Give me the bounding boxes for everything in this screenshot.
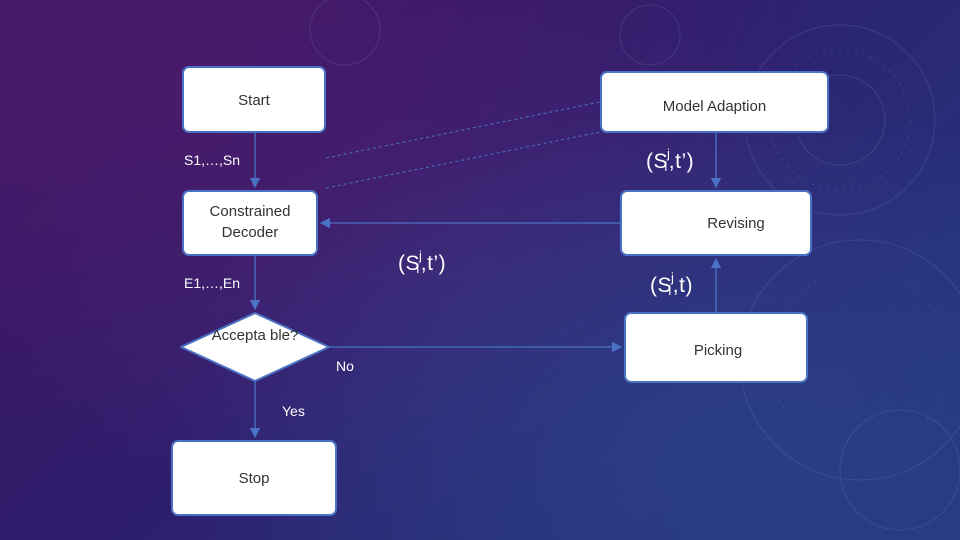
constrained-decoder-node: Constrained Decoder [182, 190, 318, 256]
dashed-link-decoder-to-model [325, 131, 601, 189]
yes-label: Yes [282, 403, 305, 419]
pair-close: ,t’) [420, 252, 447, 275]
pair-label-middle: (Sji,t’) [398, 248, 446, 276]
start-node: Start [182, 66, 326, 133]
start-label: Start [238, 92, 270, 109]
decision-label: Accepta ble? [211, 327, 299, 344]
picking-node: Picking [624, 312, 808, 383]
pair-superscript: j [667, 146, 671, 161]
pair-superscript: j [671, 270, 675, 285]
outputs-label: E1,…,En [184, 275, 241, 291]
decision-diamond [180, 312, 330, 382]
model-adaption-label: Model Adaption [662, 97, 767, 115]
pair-open: (S [650, 274, 672, 297]
inputs-label: S1,…,Sn [184, 152, 241, 168]
model-adaption-node: Model Adaption [600, 71, 829, 133]
stop-label: Stop [238, 469, 270, 487]
revising-label: Revising [707, 214, 765, 232]
pair-subscript: i [664, 159, 668, 174]
pair-label-lower-right: (Sji,t) [650, 270, 693, 298]
pair-close: ,t’) [668, 150, 695, 173]
no-label: No [336, 358, 354, 374]
picking-label: Picking [693, 342, 743, 359]
dashed-link-start-to-model [325, 101, 601, 159]
pair-close: ,t) [672, 274, 693, 297]
revising-node: Revising [620, 190, 812, 256]
pair-subscript: i [668, 283, 672, 298]
constrained-decoder-label: Constrained Decoder [209, 203, 291, 241]
pair-open: (S [398, 252, 420, 275]
pair-open: (S [646, 150, 668, 173]
pair-subscript: i [416, 261, 420, 276]
pair-superscript: j [419, 248, 423, 263]
stop-node: Stop [171, 440, 337, 516]
pair-label-upper-right: (Sji,t’) [646, 146, 694, 174]
